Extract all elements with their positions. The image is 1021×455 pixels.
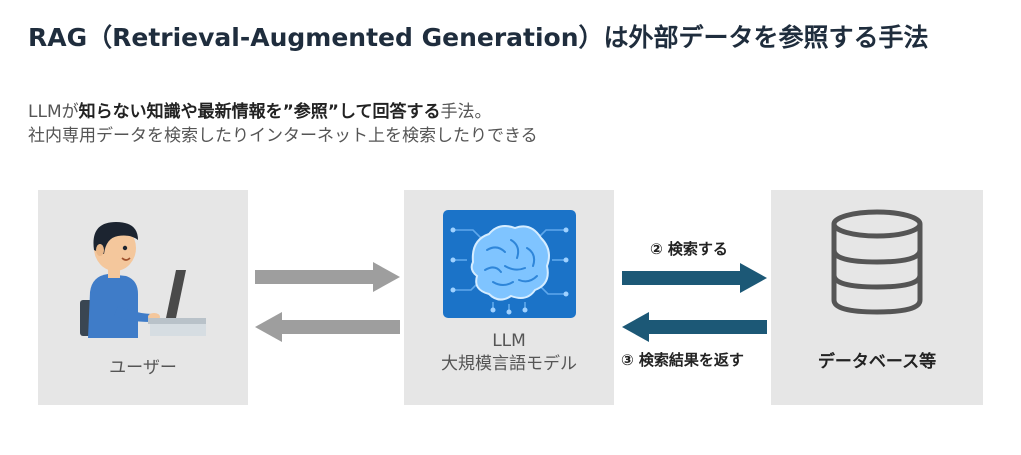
description-prefix: LLMが <box>28 102 79 122</box>
description-line-2: 社内専用データを検索したりインターネット上を検索したりできる <box>28 126 538 146</box>
return-results-arrow <box>622 312 767 342</box>
database-icon <box>831 209 923 315</box>
description-line-1: LLMが知らない知識や最新情報を”参照”して回答する手法。 <box>28 100 538 124</box>
step-return-label: ③ 検索結果を返す <box>621 351 744 369</box>
search-arrow <box>622 263 767 293</box>
llm-label-line-2: 大規模言語モデル <box>441 354 577 374</box>
description-suffix: 手法。 <box>440 102 492 122</box>
description-emphasis: 知らない知識や最新情報を”参照”して回答する <box>78 102 441 122</box>
llm-label: LLM 大規模言語モデル <box>404 330 614 376</box>
page-title: RAG（Retrieval-Augmented Generation）は外部デー… <box>28 23 929 52</box>
step-search-label: ② 検索する <box>650 240 728 258</box>
user-at-laptop-illustration <box>80 222 206 338</box>
user-label: ユーザー <box>109 358 177 378</box>
database-label: データベース等 <box>817 352 937 372</box>
llm-label-line-1: LLM <box>492 331 526 351</box>
brain-circuit-illustration <box>443 210 576 318</box>
user-box <box>38 190 248 405</box>
request-arrow <box>255 262 400 292</box>
response-arrow <box>255 312 400 342</box>
description: LLMが知らない知識や最新情報を”参照”して回答する手法。 社内専用データを検索… <box>28 100 538 148</box>
database-box <box>771 190 983 405</box>
